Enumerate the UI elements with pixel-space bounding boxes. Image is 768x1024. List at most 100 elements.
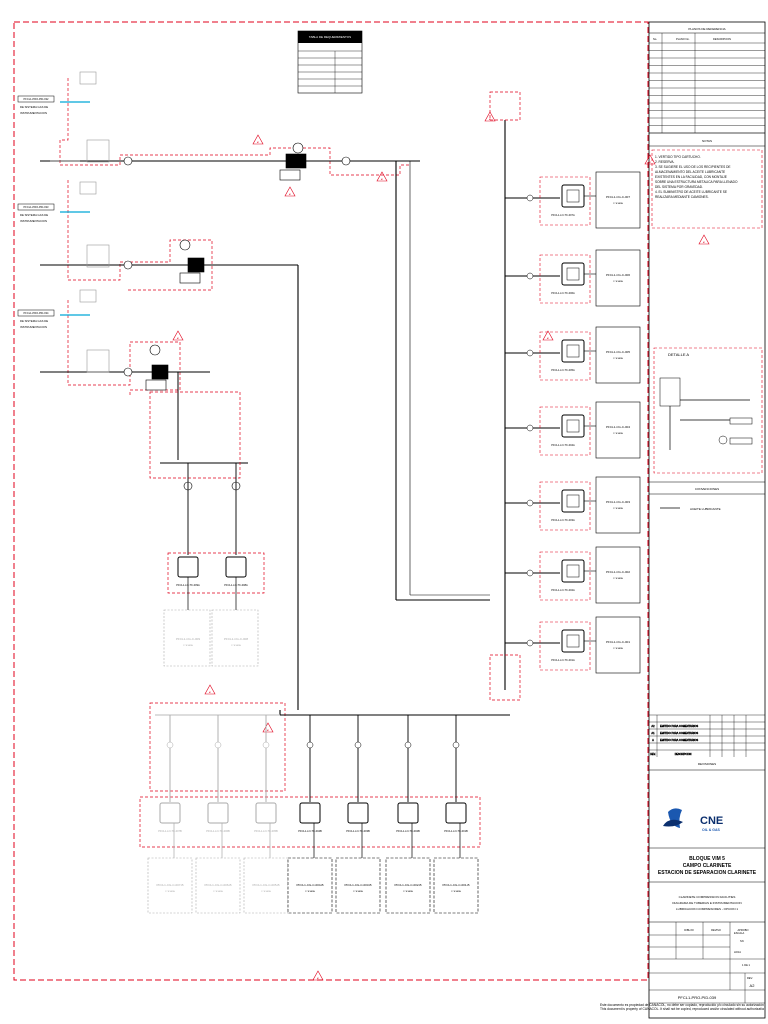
notes-header: NOTAS <box>702 139 712 143</box>
scale-value: SN <box>740 939 744 943</box>
compressor-tag: PFCL1-CG-C-008 <box>224 637 248 641</box>
compressor-tag: PFCL1-CG-C-003 <box>606 500 630 504</box>
compressor-enclosure <box>539 481 591 531</box>
rev-col: REV. <box>650 753 656 756</box>
compressor-box <box>195 857 241 914</box>
note-line: REALIZARA MEDIANTE CAMIONES. <box>655 195 709 199</box>
subtitle-3: LUBRICACION COMPRESORES - OPCION 1 <box>676 907 738 911</box>
lube-tank-symbol <box>445 802 467 824</box>
compressor-stage: 1ª ETAPA <box>165 890 175 893</box>
detail-label: DETALLE A <box>668 352 689 357</box>
source-label: INSTRUMENTACION <box>20 219 47 223</box>
subtitle-2: DIAGRAMA DE TUBERIAS E INSTRUMENTACION <box>672 901 741 905</box>
right-compressor-trains: PFCL1-LO-TK-007A PFCL1-CG-C-007 1ª ETAPA PF… <box>489 91 641 701</box>
lube-tank-tag: PFCL1-LO-TK-007A <box>551 213 575 217</box>
note-line: 3. SE SUGIERE EL USO DE LOS RECIPIENTES … <box>655 165 731 169</box>
revision-triangle-label: A2 <box>257 141 259 144</box>
lube-tank-tag: PFCL1-LO-TK-003A <box>551 518 575 522</box>
lube-tank-tag: PFCL1-LO-TK-006B <box>206 829 230 833</box>
revision-number: A1 <box>651 731 655 735</box>
note-line: 2. RESERVA. <box>655 160 674 164</box>
compressor-box <box>287 857 333 914</box>
compressor-tag: PFCL1-CG-C-001-B <box>442 883 469 887</box>
sign-col-1: DIBUJO <box>684 928 694 932</box>
compressor-box <box>595 326 641 384</box>
compressor-enclosure <box>539 176 591 226</box>
ref-col-desc: DESCRIPCION <box>713 37 731 41</box>
compressor-box <box>163 609 211 667</box>
compressor-box <box>433 857 479 914</box>
compressor-tag: PFCL1-CG-C-005-B <box>252 883 279 887</box>
rev-label: REV. <box>747 976 753 980</box>
revision-triangle <box>262 722 274 733</box>
compressor-stage: 1ª ETAPA <box>261 890 271 893</box>
compressor-stage: 1ª ETAPA <box>613 202 623 205</box>
note-line: DEL SISTEMA POR GRAVEDAD. <box>655 185 703 189</box>
compressor-tag: PFCL1-CG-C-009 <box>176 637 200 641</box>
compressor-box <box>335 857 381 914</box>
title-block: PLANOS DE REFERENCIA No. PLANO No. DESCR… <box>649 27 765 1004</box>
revision-triangle <box>376 171 388 182</box>
source-tag: PFCL1-PRO-PID-033 <box>24 205 49 209</box>
revision-triangle <box>312 970 324 981</box>
company-name: CNE <box>700 815 723 827</box>
lube-tank-tag: PFCL1-LO-TK-001B <box>444 829 468 833</box>
sheet-value: 1 DE 1 <box>742 963 750 967</box>
revision-triangle <box>172 330 184 341</box>
table-top-header: TABLA DE REQUERIMIENTOS <box>309 35 351 39</box>
compressor-stage: 1ª ETAPA <box>613 280 623 283</box>
title-block-border <box>648 21 766 1019</box>
compressor-tag: PFCL1-CG-C-007 <box>606 195 630 199</box>
revision-triangle-label: A2 <box>703 241 705 244</box>
source-tag: PFCL1-PRO-PID-032 <box>24 97 49 101</box>
compressor-box <box>595 616 641 674</box>
compressor-enclosure <box>539 406 591 456</box>
source-label: INSTRUMENTACION <box>20 111 47 115</box>
lube-tank-tag: PFCL1-LO-TK-004A <box>551 443 575 447</box>
footer-line-1: Este documento es propiedad de CANACOL, … <box>600 1003 764 1007</box>
block-title-2: CAMPO CLARINETE <box>683 863 732 869</box>
sign-col-2: REVISO <box>711 928 721 932</box>
revisions-header: REVISIONES <box>698 762 716 766</box>
lube-tank-symbol <box>177 556 199 578</box>
lube-tank-tag: PFCL1-LO-TK-005B <box>254 829 278 833</box>
note-line: 4. EL SUMINISTRO DE ACEITE LUBRICANTE SE <box>655 190 727 194</box>
compressor-stage: 1ª ETAPA <box>231 644 241 647</box>
compressor-tag: PFCL1-CG-C-004 <box>606 425 630 429</box>
sign-col-3: APROBO <box>737 928 748 932</box>
revision-triangle-label: A2 <box>209 691 211 694</box>
note-line: 1. VERTIDO TIPO CARTUCHO. <box>655 155 701 159</box>
source-label: INSTRUMENTACION <box>20 325 47 329</box>
compressor-enclosure <box>539 331 591 381</box>
revision-desc: EMITIDO PARA COMENTARIOS <box>660 724 698 728</box>
lube-tank-symbol <box>561 489 585 513</box>
compressor-box <box>147 857 193 914</box>
left-supply-section: PFCL1-PRO-PID-032 DE SISTEMA GAS DE INSTRU… <box>17 71 490 710</box>
source-tag: PFCL1-PRO-PID-034 <box>24 311 49 315</box>
lube-tank-tag: PFCL1-LO-TK-004B <box>298 829 322 833</box>
revision-triangle-label: A2 <box>289 193 291 196</box>
lube-tank-symbol <box>225 556 247 578</box>
compressor-stage: 1ª ETAPA <box>613 507 623 510</box>
conventions-header: CONVENCIONES <box>695 487 719 491</box>
lube-tank-symbol <box>347 802 369 824</box>
compressor-tag: PFCL1-CG-C-005 <box>606 350 630 354</box>
compressor-tag: PFCL1-CG-C-006 <box>606 273 630 277</box>
compressor-stage: 1ª ETAPA <box>613 357 623 360</box>
lube-tank-symbol <box>561 184 585 208</box>
compressor-tag: PFCL1-CG-C-004-B <box>296 883 323 887</box>
compressor-stage: 1ª ETAPA <box>613 577 623 580</box>
lube-tank-symbol <box>207 802 229 824</box>
company-sub: OIL & GAS <box>702 828 720 832</box>
compressor-tag: PFCL1-CG-C-006-B <box>204 883 231 887</box>
source-label: DE SISTEMA GAS DE <box>20 213 48 217</box>
compressor-enclosure <box>539 551 591 601</box>
source-label: DE SISTEMA GAS DE <box>20 319 48 323</box>
revision-triangle-label: A2 <box>267 729 269 732</box>
ref-col-no: No. <box>653 37 657 41</box>
revision-triangle-label: A2 <box>177 337 179 340</box>
lube-tank-tag: PFCL1-LO-TK-006A <box>551 291 575 295</box>
